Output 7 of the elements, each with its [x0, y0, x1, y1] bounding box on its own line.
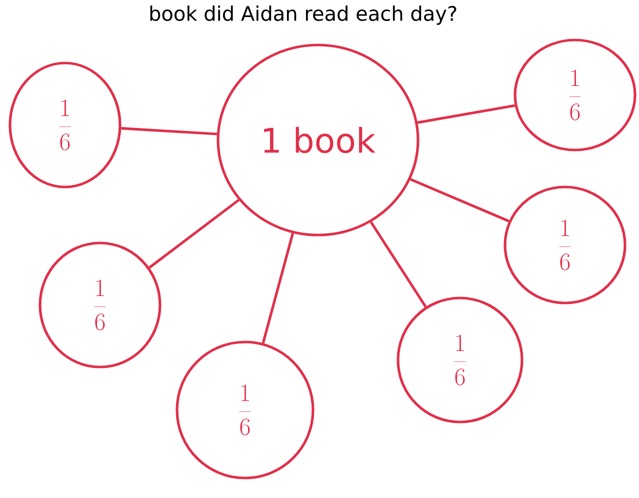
connector-line: [121, 127, 217, 136]
connector-line: [148, 198, 240, 269]
connector-line: [417, 104, 516, 124]
question-text: book did Aidan read each day?: [150, 6, 456, 25]
connector-line: [370, 221, 427, 308]
connector-line: [262, 232, 294, 344]
connector-line: [410, 178, 510, 222]
